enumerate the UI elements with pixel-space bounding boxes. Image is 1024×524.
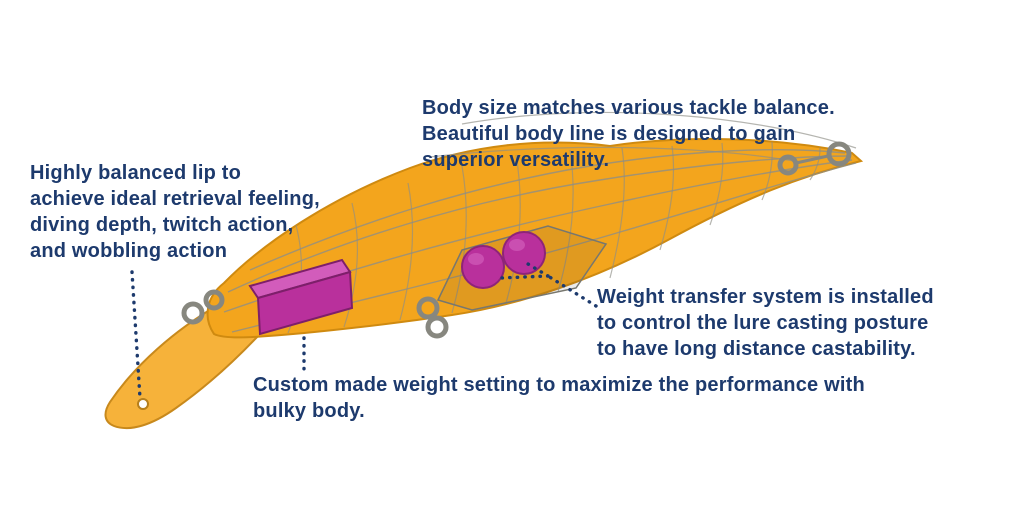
belly-hanger-ring xyxy=(416,296,440,320)
annotation-body-line-3: superior versatility. xyxy=(422,149,610,171)
annotation-custom-weight: Custom made weight setting to maximize t… xyxy=(253,372,865,424)
annotation-weight-transfer-line-1: Weight transfer system is installed xyxy=(597,286,934,308)
annotation-lip-line-1: Highly balanced lip to xyxy=(30,162,242,184)
annotation-custom-weight-line-2: bulky body. xyxy=(253,400,365,422)
leader-lip xyxy=(130,270,142,400)
body-wireframe-longitudinal xyxy=(223,149,857,333)
line-tie-snap xyxy=(203,289,225,311)
belly-split-ring xyxy=(425,315,449,339)
annotation-lip-line-3: diving depth, twitch action, xyxy=(30,214,294,236)
transfer-ball-left xyxy=(461,245,505,289)
annotation-weight-transfer-line-3: to have long distance castability. xyxy=(597,338,916,360)
transfer-ball-right-highlight xyxy=(509,239,525,251)
tail-outline-lines xyxy=(429,111,857,163)
annotation-body-line-1: Body size matches various tackle balance… xyxy=(422,97,835,119)
transfer-ball-left-highlight xyxy=(468,253,484,265)
annotation-body-line-2: Beautiful body line is designed to gain xyxy=(422,123,796,145)
transfer-ball-right xyxy=(502,231,546,275)
annotation-lip-line-4: and wobbling action xyxy=(30,240,228,262)
lip-hole xyxy=(137,398,149,410)
leader-weight-transfer xyxy=(498,262,598,308)
annotation-weight-transfer: Weight transfer system is installed to c… xyxy=(597,284,934,362)
annotation-weight-transfer-line-2: to control the lure casting posture xyxy=(597,312,929,334)
annotation-lip: Highly balanced lip to achieve ideal ret… xyxy=(30,160,320,264)
weight-block-front xyxy=(256,270,354,336)
tail-link xyxy=(795,154,829,165)
annotation-body: Body size matches various tackle balance… xyxy=(422,95,835,173)
tail-hanger-ring xyxy=(777,154,799,176)
annotation-custom-weight-line-1: Custom made weight setting to maximize t… xyxy=(253,374,865,396)
annotation-lip-line-2: achieve ideal retrieval feeling, xyxy=(30,188,320,210)
tail-split-ring xyxy=(826,141,852,167)
line-tie-ring xyxy=(181,301,205,325)
